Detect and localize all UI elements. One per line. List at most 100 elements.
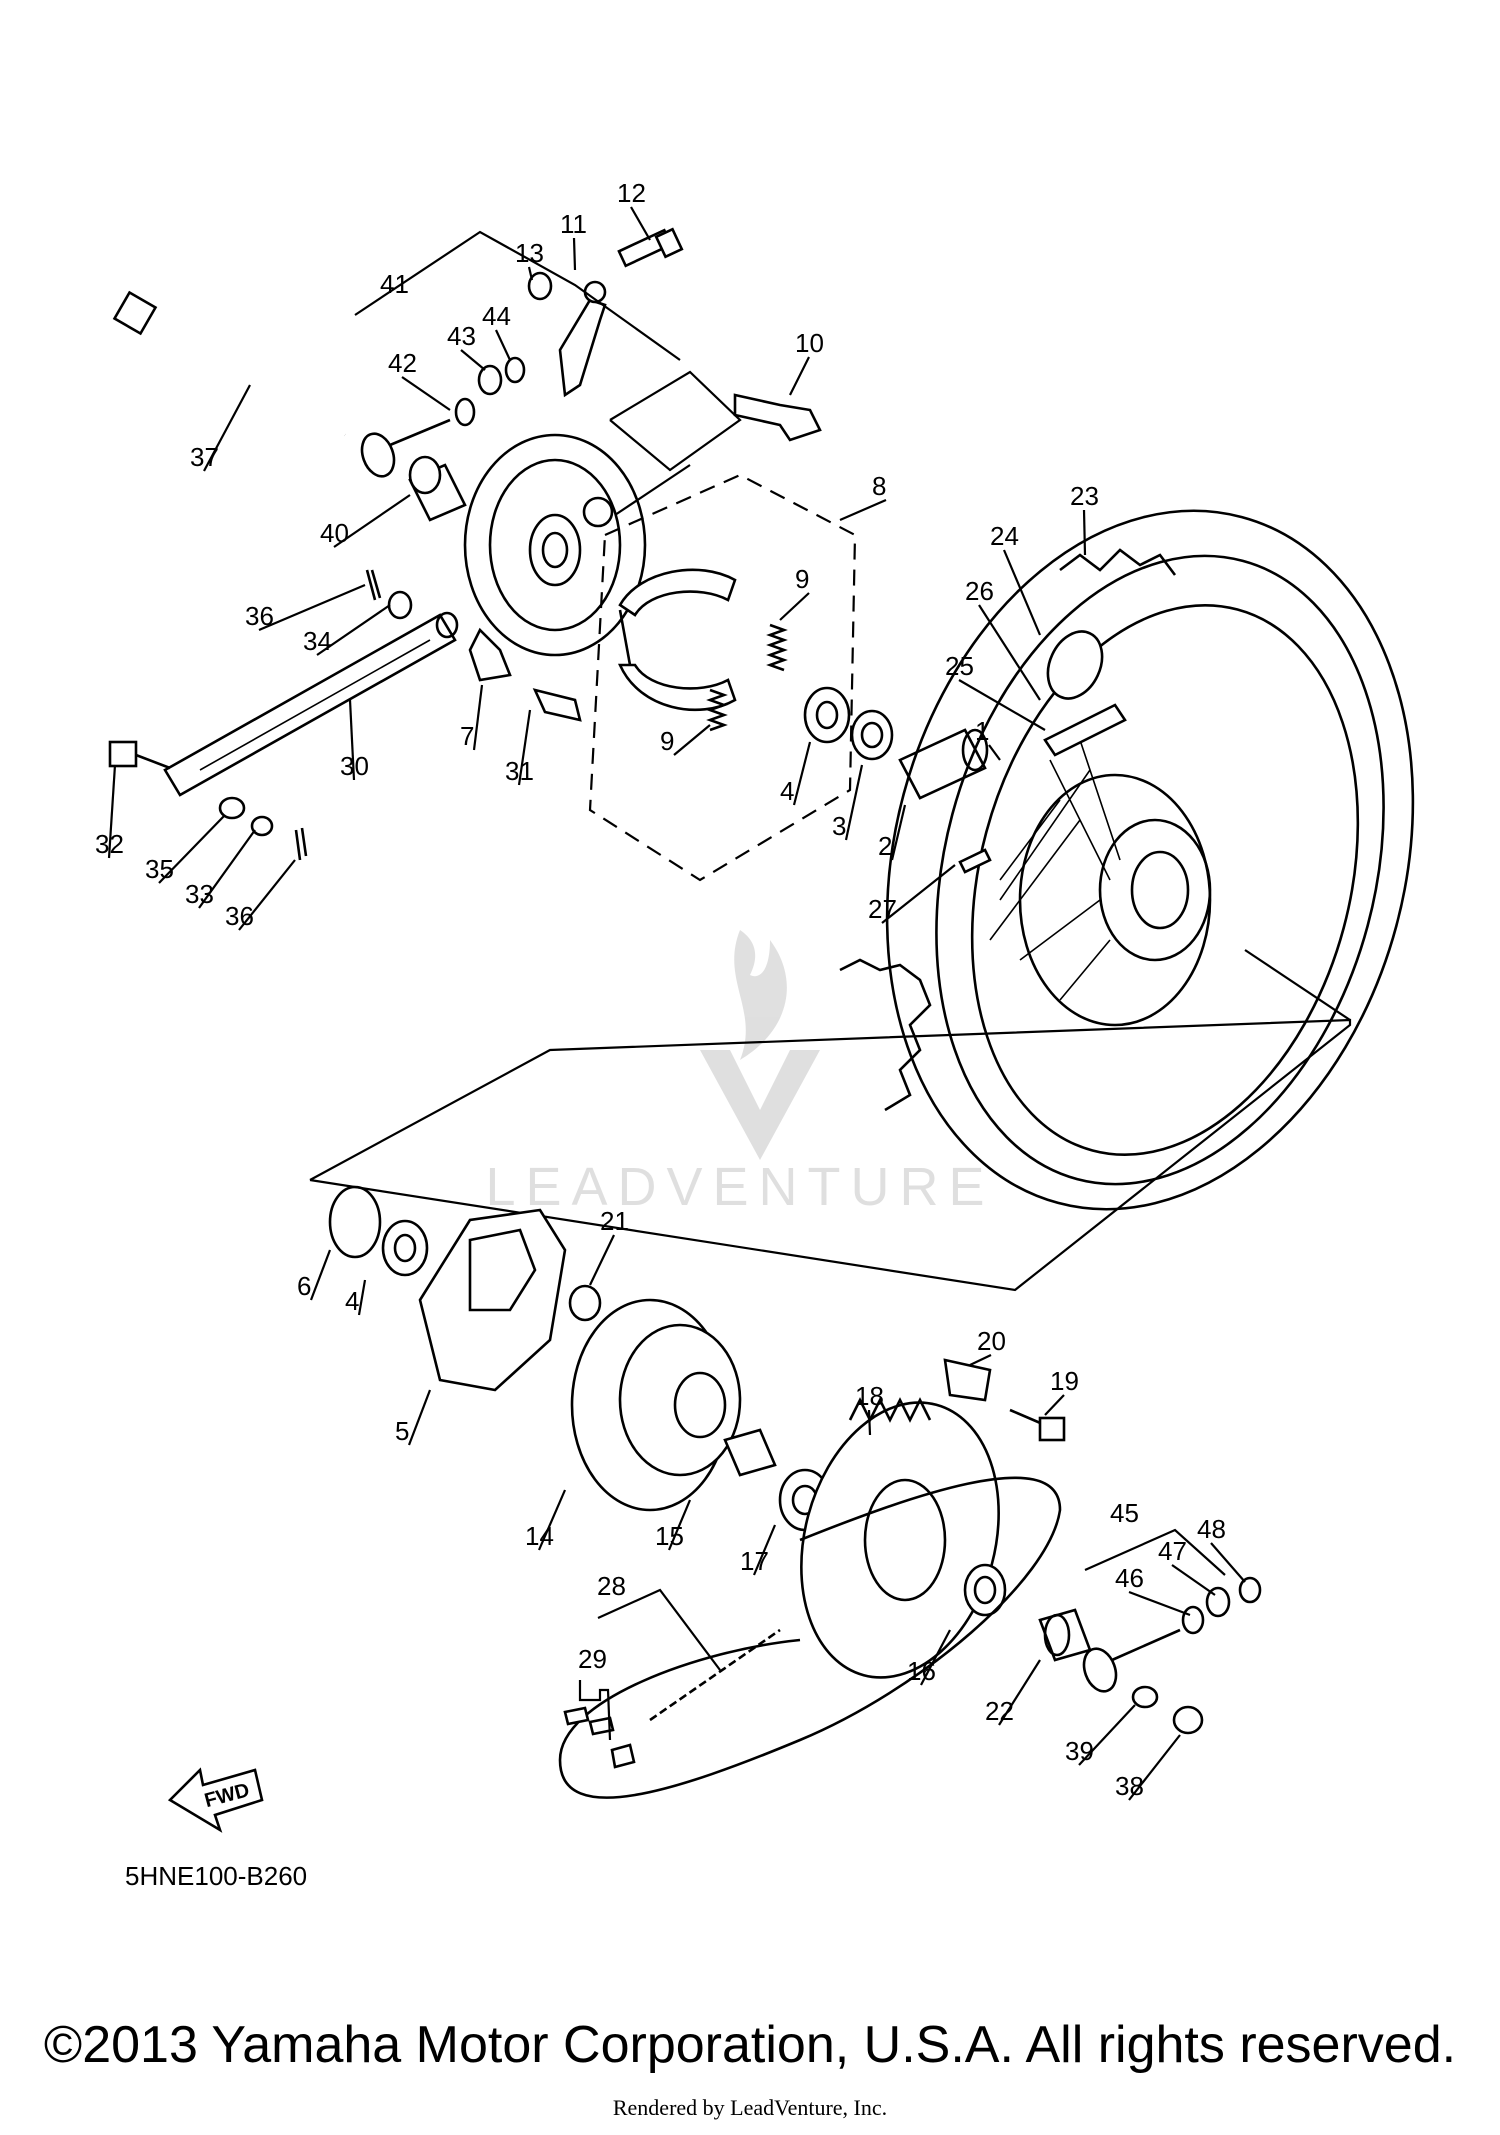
diagram-code: 5HNE100-B260 bbox=[125, 1861, 307, 1891]
callout-leader-42 bbox=[401, 376, 451, 411]
callout-label-25: 25 bbox=[945, 651, 974, 681]
callout-label-8: 8 bbox=[872, 471, 886, 501]
callout-leader-46 bbox=[1128, 1590, 1191, 1617]
callout-label-14: 14 bbox=[525, 1521, 554, 1551]
callout-label-9: 9 bbox=[660, 726, 674, 756]
part-2-spacer bbox=[898, 728, 989, 800]
callout-leader-21 bbox=[589, 1234, 615, 1286]
part-38-nut bbox=[1172, 1705, 1204, 1735]
part-4-bearing-lower bbox=[381, 1219, 429, 1277]
part-6-o-ring bbox=[328, 1185, 382, 1259]
part-18-sprocket bbox=[800, 1397, 1000, 1679]
callout-leader-4 bbox=[792, 741, 812, 806]
callout-leader-30 bbox=[348, 699, 356, 781]
callout-leader-12 bbox=[630, 206, 651, 241]
part-30-torque-rod bbox=[163, 611, 459, 797]
part-1-wheel bbox=[935, 554, 1385, 1186]
callout-leader-37 bbox=[203, 384, 251, 472]
callout-label-39: 39 bbox=[1065, 1736, 1094, 1766]
callout-label-29: 29 bbox=[578, 1644, 607, 1674]
fwd-arrow-icon: FWD bbox=[167, 1767, 264, 1833]
callout-label-46: 46 bbox=[1115, 1563, 1144, 1593]
part-37-axle bbox=[112, 290, 347, 438]
callout-label-27: 27 bbox=[868, 894, 897, 924]
part-36-cotter-pin bbox=[294, 827, 308, 861]
callout-label-10: 10 bbox=[795, 328, 824, 358]
callout-label-22: 22 bbox=[985, 1696, 1014, 1726]
leader-box-panel bbox=[609, 370, 742, 472]
part-9-springs bbox=[706, 623, 788, 732]
callout-label-4: 4 bbox=[780, 776, 794, 806]
callout-label-11: 11 bbox=[560, 209, 587, 239]
rendered-by-notice: Rendered by LeadVenture, Inc. bbox=[612, 2095, 888, 2120]
callout-leader-31 bbox=[517, 709, 532, 786]
callout-label-47: 47 bbox=[1158, 1536, 1187, 1566]
copyright-notice: ©2013 Yamaha Motor Corporation, U.S.A. A… bbox=[43, 2016, 1457, 2074]
part-15-collar bbox=[723, 1428, 777, 1477]
callout-leader-8 bbox=[839, 498, 887, 522]
callout-leader-43 bbox=[460, 349, 486, 371]
callout-label-40: 40 bbox=[320, 518, 349, 548]
callout-label-17: 17 bbox=[740, 1546, 769, 1576]
callout-label-36: 36 bbox=[225, 901, 254, 931]
part-8-shoe-box bbox=[588, 473, 857, 882]
part-4-bearing-upper bbox=[803, 686, 851, 744]
part-3-oil-seal bbox=[850, 709, 894, 761]
callout-label-9: 9 bbox=[795, 564, 809, 594]
callout-leader-16 bbox=[920, 1629, 951, 1686]
part-45-adjuster bbox=[1082, 1576, 1262, 1693]
part-41-adjuster bbox=[360, 356, 526, 478]
callout-label-20: 20 bbox=[977, 1326, 1006, 1356]
callout-leader-18 bbox=[867, 1409, 872, 1436]
callout-label-45: 45 bbox=[1110, 1498, 1139, 1528]
callout-label-32: 32 bbox=[95, 829, 124, 859]
callout-label-41: 41 bbox=[380, 269, 409, 299]
callout-label-43: 43 bbox=[447, 321, 476, 351]
callout-label-37: 37 bbox=[190, 442, 219, 472]
callout-label-38: 38 bbox=[1115, 1771, 1144, 1801]
callout-leader-2 bbox=[890, 804, 907, 861]
part-28-drive-chain bbox=[558, 1476, 1062, 1799]
callout-leader-26 bbox=[978, 604, 1041, 701]
callout-label-12: 12 bbox=[617, 178, 646, 208]
part-11-lever bbox=[527, 227, 684, 398]
leader-box-shoe bbox=[614, 464, 691, 516]
callout-leader-13 bbox=[527, 266, 534, 281]
part-27-spoke-nipple bbox=[958, 848, 992, 874]
part-35-washer bbox=[218, 796, 246, 820]
callout-leader-24 bbox=[1002, 549, 1042, 636]
part-40-collar bbox=[408, 455, 467, 522]
part-23-tire bbox=[839, 509, 1415, 1211]
callout-label-4: 4 bbox=[345, 1286, 359, 1316]
watermark-text: LEADVENTURE bbox=[485, 1157, 994, 1217]
part-39-washer bbox=[1131, 1685, 1159, 1709]
callout-leader-32 bbox=[107, 764, 117, 859]
callout-label-33: 33 bbox=[185, 879, 214, 909]
callout-label-24: 24 bbox=[990, 521, 1019, 551]
part-7-brake-panel bbox=[463, 433, 647, 682]
callout-label-16: 16 bbox=[907, 1656, 936, 1686]
callout-label-28: 28 bbox=[597, 1571, 626, 1601]
leader-45 bbox=[1084, 1528, 1226, 1576]
callout-label-48: 48 bbox=[1197, 1514, 1226, 1544]
callout-leader-23 bbox=[1082, 509, 1087, 556]
callout-leader-22 bbox=[998, 1659, 1041, 1726]
callout-label-2: 2 bbox=[878, 831, 892, 861]
callout-leader-19 bbox=[1044, 1394, 1065, 1416]
part-8-brake-shoes bbox=[617, 568, 737, 712]
callout-label-5: 5 bbox=[395, 1416, 409, 1446]
part-31-pin bbox=[532, 688, 582, 722]
callout-leader-15 bbox=[667, 1499, 692, 1551]
leader-wheel-bottom bbox=[1244, 949, 1351, 1021]
part-14-hub bbox=[570, 1298, 742, 1512]
part-29-master-link bbox=[563, 1706, 636, 1769]
callout-label-13: 13 bbox=[515, 238, 544, 268]
leader-lines-upper bbox=[354, 230, 681, 361]
callout-leader-33 bbox=[198, 829, 256, 909]
part-20-lock-washer bbox=[943, 1358, 992, 1402]
callout-label-23: 23 bbox=[1070, 481, 1099, 511]
callout-label-42: 42 bbox=[388, 348, 417, 378]
part-21-collar bbox=[568, 1284, 602, 1322]
callout-leader-20 bbox=[969, 1354, 992, 1366]
